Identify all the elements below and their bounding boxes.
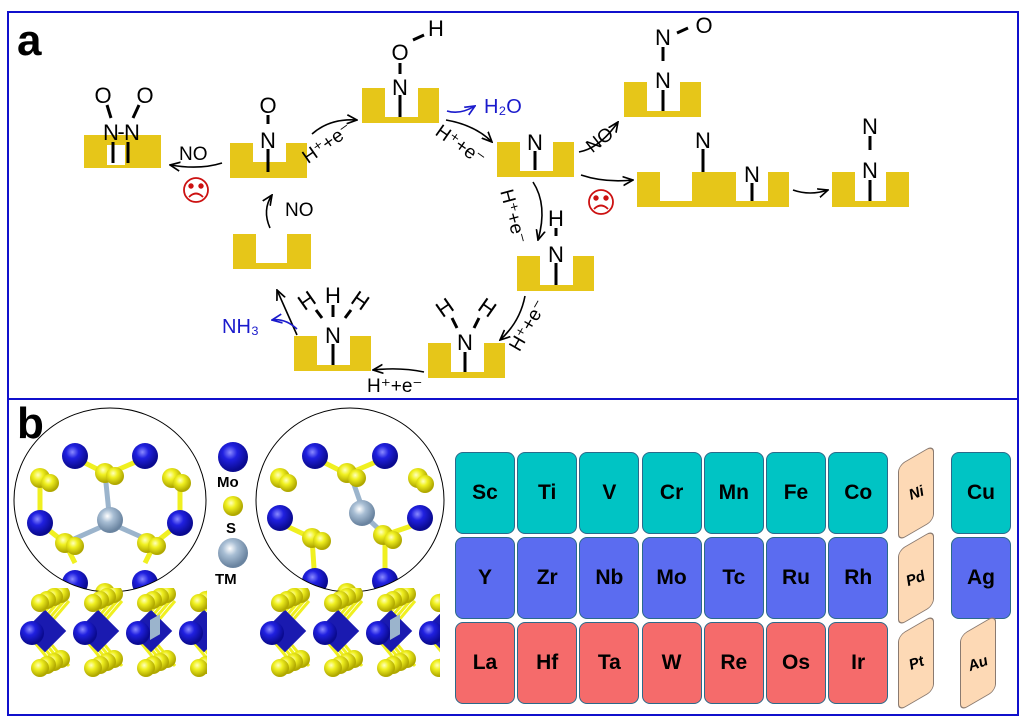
sad-face-icon — [588, 189, 614, 215]
substrate-noh — [362, 88, 439, 123]
element-tile-w: W — [641, 622, 702, 704]
atom-n: N — [655, 25, 671, 50]
atom-n: N — [392, 75, 408, 100]
atom-n: N — [695, 128, 711, 153]
atom-n: N — [124, 120, 140, 145]
legend-label-mo: Mo — [217, 474, 239, 491]
element-tile-zr: Zr — [517, 537, 578, 619]
atom-n: N — [527, 130, 543, 155]
element-tile-ir: Ir — [828, 622, 889, 704]
atom-n: N — [103, 120, 119, 145]
substrate-empty — [233, 234, 311, 269]
arrow-step3 — [532, 181, 542, 240]
element-tile-mn: Mn — [703, 452, 764, 534]
label-nh3: NH₃ — [222, 316, 259, 338]
arrow-no-nno — [578, 122, 618, 153]
arrow-to-bridge — [580, 174, 633, 181]
label-step: H⁺+e⁻ — [431, 121, 488, 170]
element-tile-tc: Tc — [703, 537, 764, 619]
element-tile-y: Y — [455, 537, 515, 619]
element-tile-ru: Ru — [766, 537, 826, 619]
atom-h: H — [431, 293, 458, 323]
top-view-doped — [27, 443, 193, 592]
substrate-nno — [624, 82, 701, 117]
atom-n: N — [457, 330, 473, 355]
legend-label-tm: TM — [215, 571, 237, 588]
legend-label-s: S — [226, 520, 237, 537]
label-no: NO — [285, 200, 314, 221]
element-tile-cu: Cu — [951, 452, 1011, 534]
element-tile-ti: Ti — [517, 452, 578, 534]
legend-tm-swatch — [218, 538, 248, 568]
element-tile-cr: Cr — [641, 452, 702, 534]
element-tile-la: La — [455, 622, 515, 704]
atom-o: O — [259, 93, 276, 118]
substrate-nh3 — [294, 336, 371, 371]
legend-mo-swatch — [218, 442, 248, 472]
legend-s-swatch — [223, 496, 243, 516]
atom-o: O — [695, 13, 712, 38]
element-tile-re: Re — [703, 622, 764, 704]
label-step: H⁺+e⁻ — [367, 376, 422, 397]
reaction-scheme: O O N - N O N O H N N N O N N N N N H N … — [84, 13, 909, 397]
arrow-release — [277, 290, 298, 336]
atom-h: H — [325, 283, 341, 308]
atom-n: N — [655, 68, 671, 93]
substrate-bridge — [637, 172, 789, 207]
element-tile-co: Co — [828, 452, 889, 534]
bond-dash: - — [117, 119, 124, 144]
top-view-vacancy — [267, 443, 434, 592]
substrate-nh — [517, 256, 594, 291]
element-tile-rh: Rh — [828, 537, 889, 619]
arrow-nh3 — [272, 320, 298, 330]
element-tile-os: Os — [766, 622, 826, 704]
atom-o: O — [136, 83, 153, 108]
substrate-no — [230, 143, 307, 178]
atom-n: N — [744, 162, 760, 187]
element-tile-hf: Hf — [517, 622, 578, 704]
sad-face-icon — [183, 177, 209, 203]
element-tile-nb: Nb — [579, 537, 640, 619]
atom-h: H — [548, 206, 564, 231]
arrow-step4 — [500, 295, 526, 340]
element-tile-ag: Ag — [951, 537, 1011, 619]
arrow-step1 — [311, 120, 357, 135]
label-step: H⁺+e⁻ — [495, 187, 530, 246]
arrow-h2o — [446, 106, 475, 112]
element-tile-sc: Sc — [455, 452, 515, 534]
atom-o: O — [391, 40, 408, 65]
element-tile-ta: Ta — [579, 622, 640, 704]
side-view-doped — [20, 588, 207, 677]
arrow-bridge-n2 — [792, 190, 828, 193]
substrate-nh2 — [428, 343, 505, 378]
arrow-no-dimer — [170, 163, 223, 167]
label-h2o: H₂O — [484, 96, 522, 118]
atom-n: N — [862, 114, 878, 139]
structure-views — [13, 407, 445, 677]
label-step: H⁺+e⁻ — [299, 119, 356, 168]
panel-label-a: a — [17, 16, 42, 65]
arrow-no-adsorb — [266, 195, 272, 229]
atom-n: N — [862, 158, 878, 183]
atom-n: N — [260, 128, 276, 153]
arrow-step2 — [445, 119, 492, 142]
element-tile-v: V — [579, 452, 640, 534]
arrow-step5 — [373, 369, 425, 372]
atom-o: O — [94, 83, 111, 108]
atom-h: H — [428, 16, 444, 41]
substrate-n2 — [832, 172, 909, 207]
substrate-n — [497, 142, 574, 177]
atom-n: N — [548, 242, 564, 267]
side-view-vacancy — [260, 588, 440, 677]
element-tile-mo: Mo — [641, 537, 702, 619]
atom-n: N — [325, 323, 341, 348]
label-no: NO — [179, 144, 208, 165]
element-tile-fe: Fe — [766, 452, 826, 534]
